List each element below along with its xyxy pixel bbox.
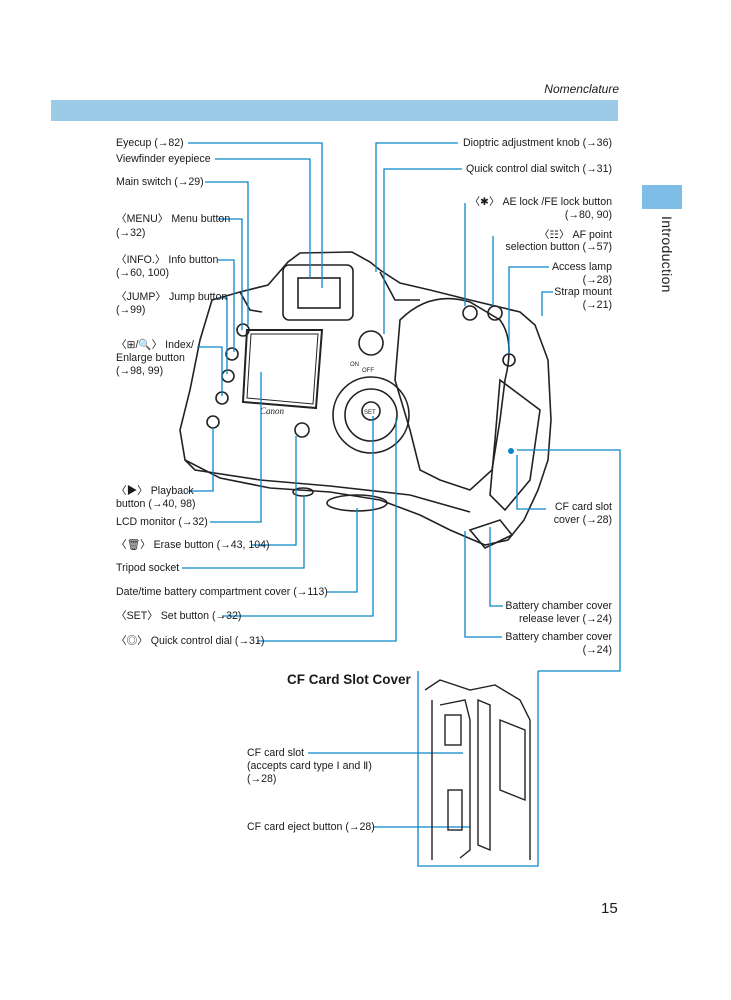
playback-button-ref: button (→40, 98) [116,498,196,510]
set-button-label: 〈SET〉 Set button (→32) [116,610,242,622]
date-battery-cover-label: Date/time battery compartment cover (→11… [116,586,328,598]
cf-slot-inset-icon [424,679,531,860]
af-point-button-ref: selection button (→57) [505,241,612,253]
strap-mount-label: Strap mount [554,286,612,298]
battery-lever-label: Battery chamber cover [505,600,612,612]
index-button-label-2: Enlarge button [116,352,185,364]
cf-cover-ref: cover (→28) [553,514,612,526]
af-point-button-label: 〈☷〉 AF point [538,229,612,241]
qc-dial-switch-label: Quick control dial switch (→31) [465,163,612,175]
ae-lock-button-label: 〈✱〉 AE lock /FE lock button [469,196,612,208]
section-header: Nomenclature [544,82,619,96]
menu-button-label: 〈MENU〉 Menu button [116,213,231,225]
cf-slot-label: CF card slot [247,747,305,759]
battery-cover-label: Battery chamber cover [505,631,612,643]
battery-lever-ref: release lever (→24) [518,613,612,625]
info-button-label: 〈INFO.〉 Info button [116,254,219,266]
side-tab-label: Introduction [659,216,675,293]
dioptric-knob-label: Dioptric adjustment knob (→36) [463,137,612,149]
strap-mount-ref: (→21) [582,299,612,311]
access-lamp-ref: (→28) [582,274,612,286]
cf-eject-button-label: CF card eject button (→28) [247,821,375,833]
quick-control-dial-label: 〈◎〉 Quick control dial (→31) [116,635,265,647]
viewfinder-eyepiece-label: Viewfinder eyepiece [116,153,211,165]
info-button-ref: (→60, 100) [116,267,169,279]
cf-cover-label: CF card slot [554,501,612,513]
tripod-socket-label: Tripod socket [116,562,180,574]
side-tab-marker [642,185,682,209]
main-switch-label: Main switch (→29) [116,176,204,188]
set-center-label: SET [364,410,376,416]
cf-cover-dot [508,448,514,454]
switch-on-label: ON [350,362,359,368]
access-lamp-label: Access lamp [551,261,612,273]
jump-button-label: 〈JUMP〉 Jump button [116,291,228,303]
cf-section-title: CF Card Slot Cover [287,672,411,687]
eyecup-label: Eyecup (→82) [116,137,184,149]
cf-slot-types: (accepts card type Ⅰ and Ⅱ) [247,760,372,772]
lcd-screen-icon [246,333,319,405]
lcd-monitor-label: LCD monitor (→32) [116,516,208,528]
index-button-label: 〈⊞/🔍〉 Index/ [116,339,194,351]
index-button-ref: (→98, 99) [116,365,164,377]
cf-slot-ref: (→28) [247,773,277,785]
menu-button-ref: (→32) [116,227,146,239]
playback-button-label: 〈▶〉 Playback [116,485,194,497]
camera-logo: Canon [260,406,285,416]
camera-body-icon [179,251,552,549]
header-bar [51,100,618,121]
ae-lock-button-ref: (→80, 90) [564,209,612,221]
battery-cover-ref: (→24) [582,644,612,656]
page-number: 15 [601,900,618,917]
erase-button-label: 〈🗑〉 Erase button (→43, 104) [116,539,270,551]
callout-lines [182,142,621,867]
switch-off-label: OFF [362,368,374,374]
jump-button-ref: (→99) [116,304,146,316]
